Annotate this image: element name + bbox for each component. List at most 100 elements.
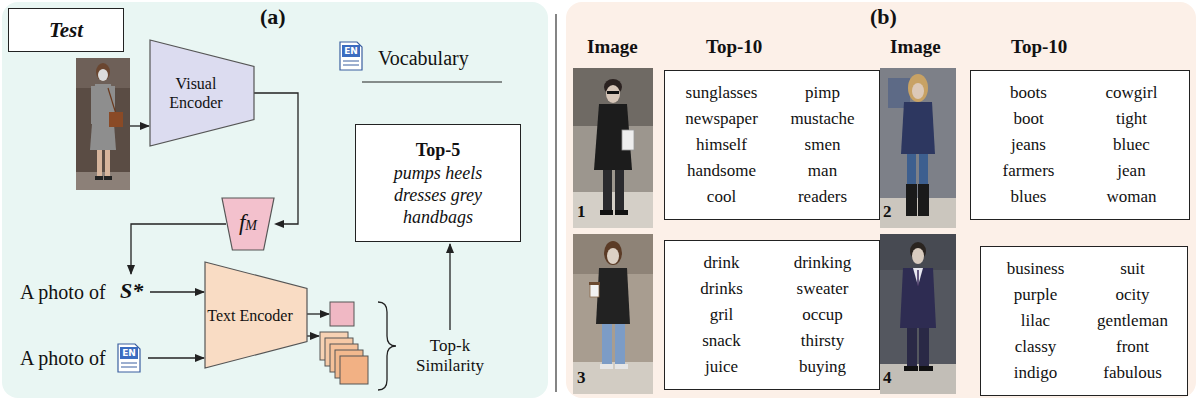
word-grid: businesssuitpurpleocitylilacgentlemancla… bbox=[981, 247, 1187, 395]
label-holder: Image bbox=[890, 36, 941, 58]
vocabulary-icon bbox=[340, 42, 362, 70]
embedding-stack bbox=[320, 332, 368, 384]
vocabulary-label: Vocabulary bbox=[378, 46, 469, 70]
label-holder: Image bbox=[587, 36, 638, 58]
candidate-word: readers bbox=[772, 184, 873, 210]
word-list-box: bootscowgirlboottightjeansbluecfarmersje… bbox=[970, 70, 1190, 220]
person-photo bbox=[607, 248, 619, 264]
person-photo bbox=[880, 234, 956, 270]
person-photo bbox=[913, 268, 923, 286]
person-photo bbox=[917, 270, 919, 286]
vocabulary-icon bbox=[342, 45, 360, 57]
callout-number: 2 bbox=[883, 202, 892, 222]
query-photo bbox=[96, 63, 110, 81]
divider-line bbox=[556, 14, 557, 392]
candidate-word: sweater bbox=[772, 276, 873, 302]
word-grid: drinkdrinkingdrinkssweatergriloccupsnack… bbox=[665, 241, 879, 389]
panel: (b) sunglassespimpnewspapermustachehimsel… bbox=[566, 2, 1196, 398]
person-photo bbox=[573, 234, 653, 394]
column-header: Top-10 bbox=[1011, 36, 1067, 58]
text-encoder: Text Encoder bbox=[205, 262, 307, 368]
query-photo bbox=[91, 86, 95, 124]
person-photo bbox=[880, 68, 956, 228]
mapping-network-shape bbox=[222, 198, 274, 250]
label-holder: 4 bbox=[883, 368, 892, 388]
flow-arrow bbox=[449, 244, 450, 330]
person-photo bbox=[880, 234, 956, 394]
label-holder: 1 bbox=[577, 202, 586, 222]
candidate-word: jean bbox=[1080, 158, 1183, 184]
flow-arrow bbox=[130, 125, 149, 126]
candidate-word: smen bbox=[772, 132, 873, 158]
query-photo bbox=[76, 172, 130, 190]
text-holder: Test bbox=[9, 9, 123, 51]
candidate-word: ocity bbox=[1084, 282, 1181, 308]
person-photo bbox=[573, 362, 653, 394]
candidate-word: newspaper bbox=[671, 106, 772, 132]
vocabulary-rule bbox=[362, 82, 502, 83]
label-holder: Vocabulary bbox=[378, 46, 469, 70]
person-photo bbox=[880, 68, 956, 228]
word-list-box: drinkdrinkingdrinkssweatergriloccupsnack… bbox=[664, 240, 880, 390]
tab-label: Test bbox=[49, 18, 83, 42]
candidate-word: mustache bbox=[772, 106, 873, 132]
text-holder: fM bbox=[222, 198, 274, 250]
panel: (a) TestVisual Encoder fM Top-5pumps heels … bbox=[2, 2, 548, 398]
text-holder: Visual Encoder bbox=[150, 40, 254, 146]
callout-number: 3 bbox=[577, 368, 586, 388]
prompt-text: A photo of bbox=[20, 346, 106, 370]
query-photo bbox=[76, 58, 130, 190]
panel-title: (a) bbox=[260, 4, 286, 30]
person-photo bbox=[906, 184, 917, 216]
prompt-icon bbox=[118, 344, 140, 372]
icon-text: EN bbox=[120, 347, 138, 359]
result-box: Top-5pumps heels dresses grey handbags bbox=[355, 124, 521, 242]
curly-brace bbox=[378, 302, 396, 390]
query-photo bbox=[95, 176, 103, 180]
candidate-word: lilac bbox=[987, 308, 1084, 334]
query-photo bbox=[108, 88, 116, 114]
candidate-word: man bbox=[772, 158, 873, 184]
candidate-word: thirsty bbox=[772, 328, 873, 354]
result-text: Top-5 bbox=[416, 138, 460, 162]
word-list-box: sunglassespimpnewspapermustachehimselfsm… bbox=[664, 70, 880, 220]
person-photo bbox=[604, 241, 622, 265]
flow-arrow bbox=[307, 313, 329, 314]
candidate-word: juice bbox=[671, 354, 772, 380]
person-photo bbox=[615, 320, 625, 366]
person-photo bbox=[912, 83, 924, 99]
label-holder: A photo of bbox=[20, 346, 106, 370]
candidate-word: jeans bbox=[977, 132, 1080, 158]
prompt-text: A photo of bbox=[20, 280, 106, 304]
candidate-word: drinking bbox=[772, 250, 873, 276]
tab-box: Test bbox=[8, 8, 124, 52]
label-holder: A photo of bbox=[20, 280, 106, 304]
person-photo bbox=[907, 324, 917, 368]
vocabulary-icon bbox=[343, 65, 359, 66]
candidate-word: tight bbox=[1080, 106, 1183, 132]
query-photo bbox=[109, 112, 123, 127]
query-photo bbox=[76, 58, 130, 88]
text-holder: Text Encoder bbox=[205, 262, 307, 368]
person-photo bbox=[573, 68, 653, 228]
person-photo bbox=[622, 130, 634, 150]
word-list-box: businesssuitpurpleocitylilacgentlemancla… bbox=[980, 246, 1188, 396]
candidate-word: sunglasses bbox=[671, 80, 772, 106]
callout-number: 1 bbox=[577, 202, 586, 222]
candidate-word: handsome bbox=[671, 158, 772, 184]
candidate-word: woman bbox=[1080, 184, 1183, 210]
person-photo bbox=[904, 366, 918, 371]
person-photo bbox=[880, 234, 956, 394]
person-photo bbox=[589, 282, 600, 285]
curly-brace bbox=[378, 302, 396, 390]
title-holder: (b) bbox=[870, 4, 897, 30]
person-photo bbox=[918, 184, 929, 216]
column-header: Top-10 bbox=[706, 36, 762, 58]
query-photo bbox=[105, 147, 110, 177]
person-photo bbox=[908, 74, 928, 102]
candidate-word: gril bbox=[671, 302, 772, 328]
candidate-word: pimp bbox=[772, 80, 873, 106]
vocabulary-rule bbox=[362, 81, 502, 82]
candidate-word: occup bbox=[772, 302, 873, 328]
word-grid: bootscowgirlboottightjeansbluecfarmersje… bbox=[971, 71, 1189, 219]
